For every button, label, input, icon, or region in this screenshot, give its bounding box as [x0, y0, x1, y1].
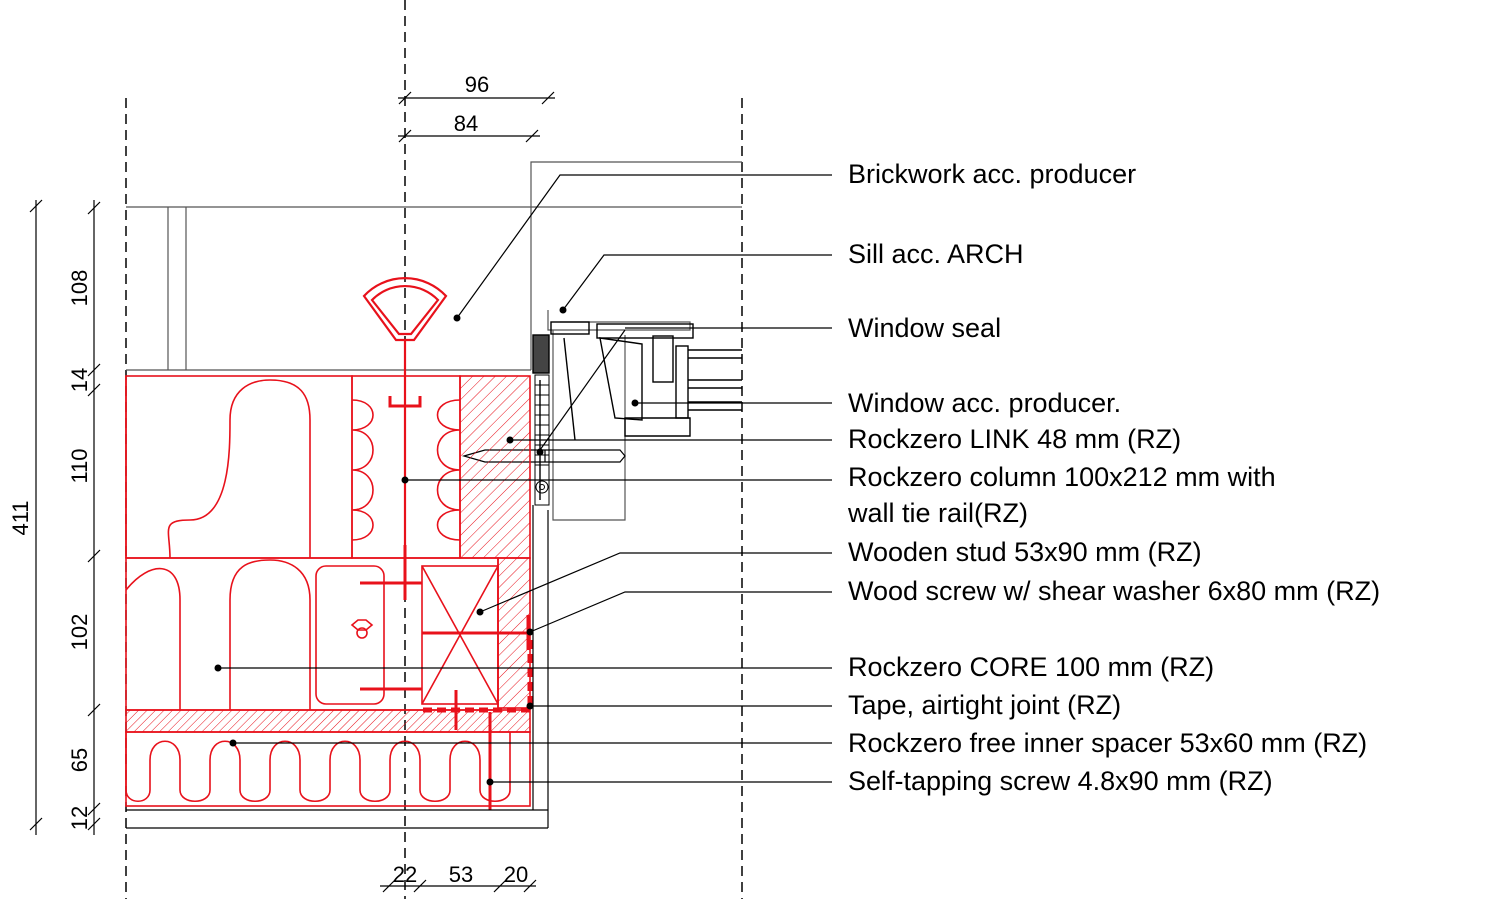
sill: [547, 310, 691, 521]
rockzero-insulation: [125, 375, 531, 807]
leader-dots: [214, 306, 639, 786]
label-sill: Sill acc. ARCH: [848, 239, 1024, 269]
airtight-tape: [422, 640, 533, 713]
dim-53: 53: [449, 862, 473, 887]
dimension-lines: [29, 91, 555, 893]
label-spacer: Rockzero free inner spacer 53x60 mm (RZ): [848, 728, 1368, 758]
dim-14: 14: [67, 368, 92, 392]
dim-411: 411: [8, 500, 33, 535]
dim-65: 65: [67, 748, 92, 772]
label-link: Rockzero LINK 48 mm (RZ): [848, 424, 1182, 454]
label-window: Window acc. producer.: [848, 388, 1122, 418]
dim-22: 22: [393, 862, 417, 887]
leader-lines: [218, 174, 832, 783]
label-tape: Tape, airtight joint (RZ): [848, 690, 1122, 720]
dim-108: 108: [67, 270, 92, 307]
window-profile: [532, 321, 742, 500]
slab: [126, 505, 549, 829]
label-column-line1: Rockzero column 100x212 mm with: [848, 462, 1276, 492]
brickwork: [126, 161, 742, 371]
dim-20: 20: [504, 862, 528, 887]
screws: [360, 545, 530, 810]
dim-84: 84: [454, 111, 478, 136]
label-wood-screw: Wood screw w/ shear washer 6x80 mm (RZ): [848, 576, 1381, 606]
dim-102: 102: [67, 614, 92, 651]
wall-tie-rail: [362, 277, 448, 566]
dim-12: 12: [67, 806, 92, 830]
label-brickwork: Brickwork acc. producer: [848, 159, 1137, 189]
label-column-line2: wall tie rail(RZ): [848, 498, 1029, 528]
boundary-lines: [125, 0, 743, 899]
label-window-seal: Window seal: [848, 313, 1002, 343]
label-stud: Wooden stud 53x90 mm (RZ): [848, 537, 1202, 567]
label-core: Rockzero CORE 100 mm (RZ): [848, 652, 1215, 682]
label-self-tapping: Self-tapping screw 4.8x90 mm (RZ): [848, 766, 1273, 796]
dim-96: 96: [465, 72, 489, 97]
dim-110: 110: [67, 448, 92, 483]
